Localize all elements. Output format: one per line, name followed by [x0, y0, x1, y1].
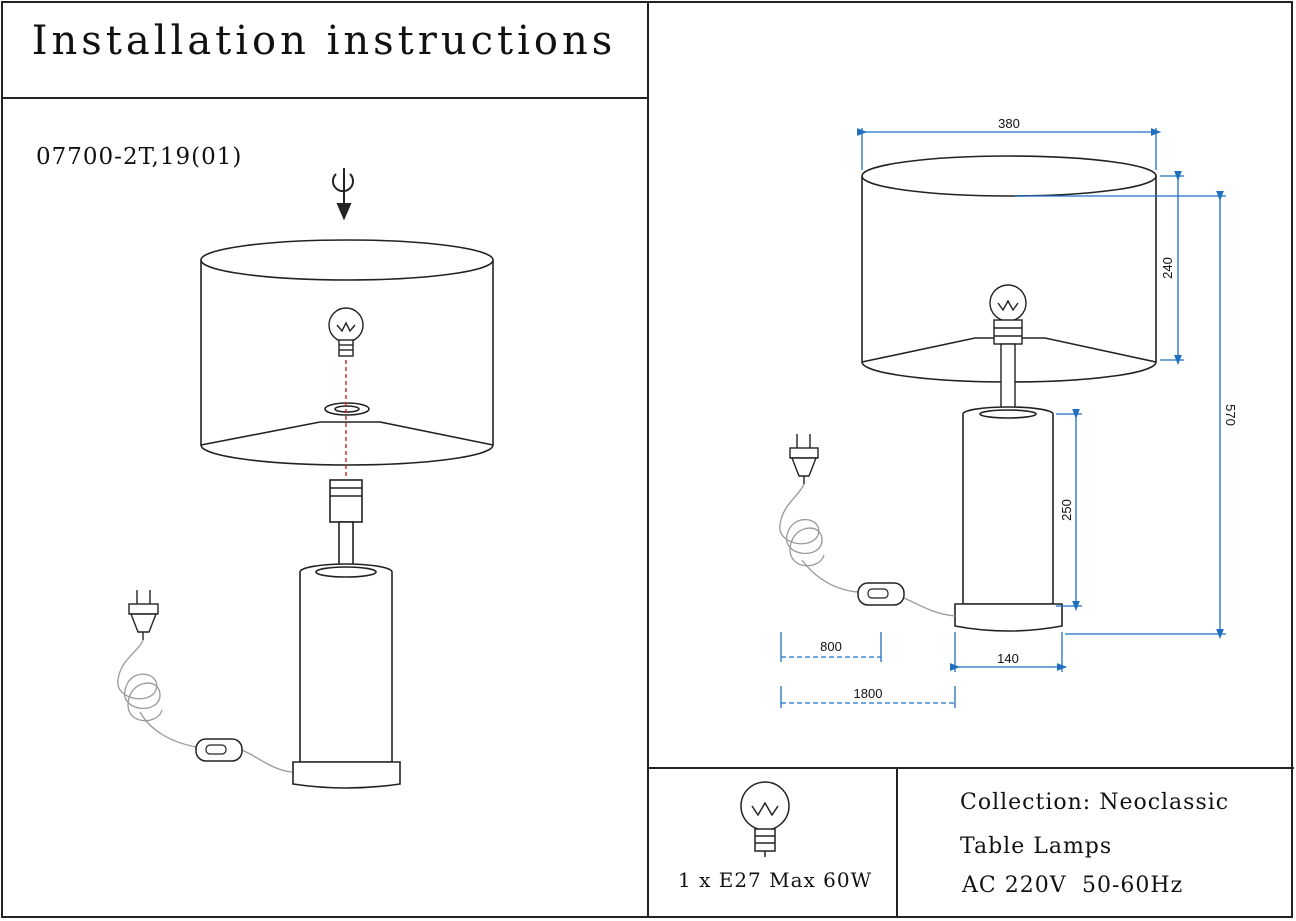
lamp-shade-exploded [200, 239, 494, 466]
title-divider [1, 97, 648, 99]
model-code: 07700-2T,19(01) [36, 144, 243, 170]
dim-base-width: 140 [997, 651, 1019, 666]
cord-left [117, 639, 293, 773]
voltage-label: AC 220V [962, 873, 1067, 898]
dim-base-height: 250 [1059, 499, 1074, 521]
plug-icon-left [128, 590, 159, 640]
dim-total-height: 570 [1223, 404, 1238, 426]
frequency-label: 50-60Hz [1082, 873, 1184, 898]
dimension-lines [780, 128, 1226, 708]
bulb-icon-assembled [989, 284, 1027, 415]
dim-shade-height: 240 [1160, 257, 1175, 279]
center-divider [647, 1, 649, 918]
lamp-base-exploded [292, 479, 401, 789]
bulb-spec: 1 x E27 Max 60W [678, 868, 873, 892]
category-label: Table Lamps [960, 834, 1113, 859]
plug-icon-right [789, 434, 819, 484]
dim-shade-width: 380 [998, 116, 1020, 131]
dim-cord-switch: 800 [820, 639, 842, 654]
spec-cell-divider [896, 768, 898, 918]
bulb-spec-icon [740, 781, 790, 857]
bulb-icon-exploded [328, 307, 364, 357]
page-title: Installation instructions [31, 18, 617, 64]
cord-switch-right [857, 582, 905, 606]
dim-cord-total: 1800 [854, 686, 883, 701]
cord-right [779, 483, 956, 617]
collection-label: Collection: Neoclassic [960, 790, 1230, 815]
lamp-base-assembled [954, 406, 1063, 632]
cord-switch-left [195, 738, 243, 762]
spec-divider [648, 767, 1294, 769]
rotate-arrow-icon [332, 168, 354, 221]
